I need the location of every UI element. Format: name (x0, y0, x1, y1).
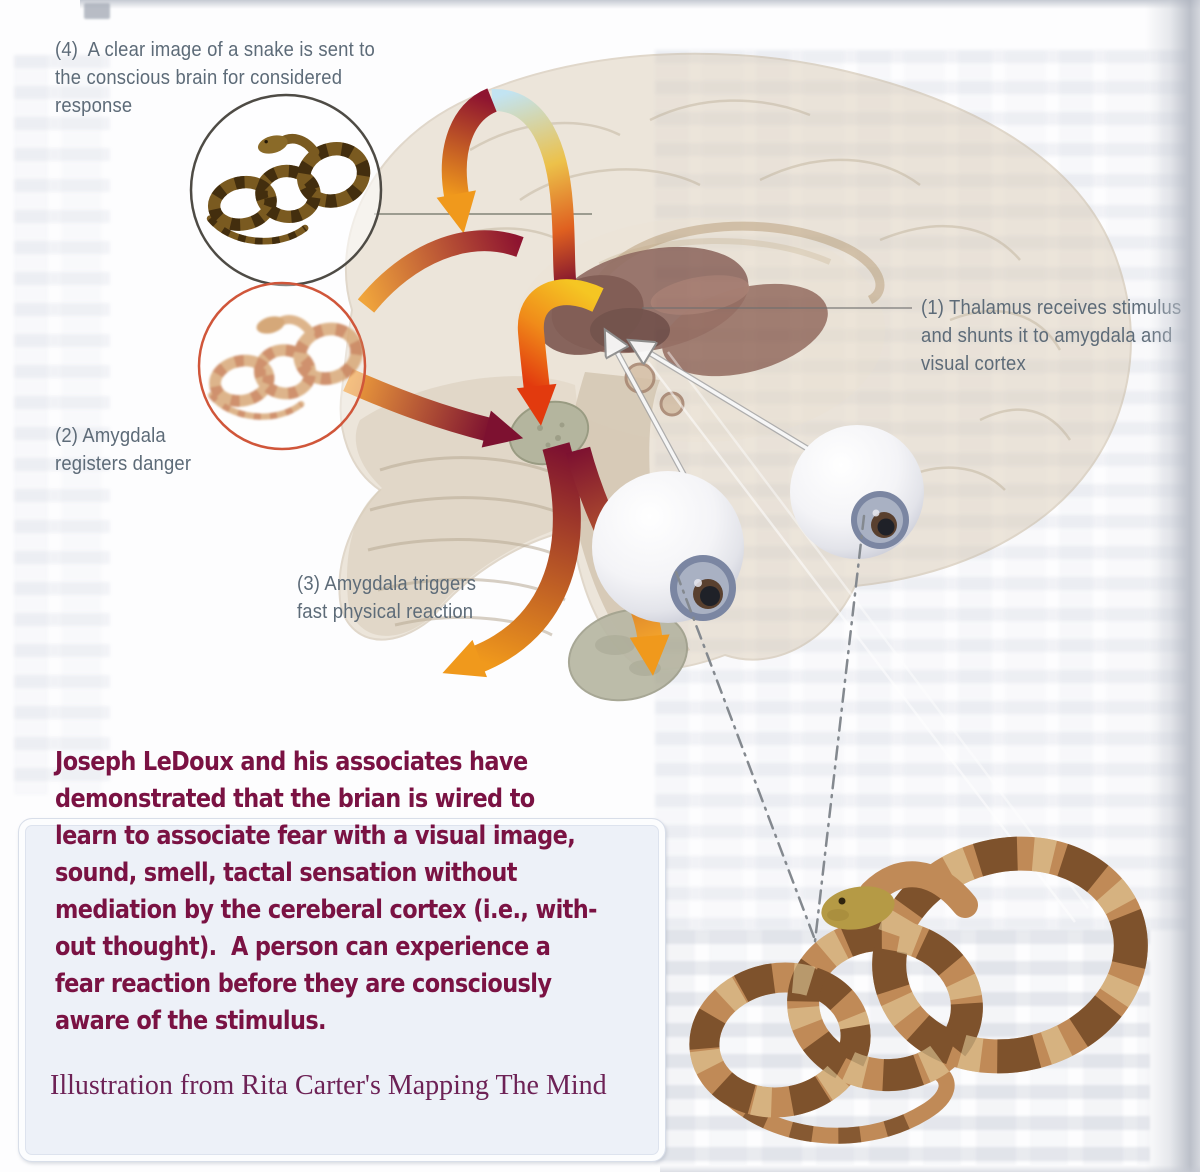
stimulus-arrows (616, 350, 1089, 923)
scan-edge-right (1145, 0, 1200, 1172)
arrow-thalamus-to-crude-image (357, 230, 524, 313)
quote-paragraph: Joseph LeDoux and his associates have de… (55, 747, 597, 1036)
snake-circle-clear (189, 93, 383, 287)
eye-left-illustration (592, 471, 744, 623)
arrow-cortex-route (491, 89, 577, 292)
snake-circle-crude (197, 281, 367, 451)
label-step-2: (2) Amygdala registers danger (55, 424, 192, 475)
sight-lines (674, 514, 866, 1024)
brain-illustration (338, 52, 1132, 702)
background-text-left-column (14, 55, 110, 795)
quote-panel (18, 818, 666, 1162)
scan-edge-bottom (660, 1165, 1200, 1172)
corpus-callosum (596, 221, 885, 305)
scan-edge-top (80, 0, 1200, 9)
cortex-sulci (429, 99, 1072, 491)
snake-photo (689, 836, 1148, 1144)
pathway-arrows (343, 88, 670, 678)
scan-artifact-corner (84, 3, 110, 19)
arrow-to-frontal-cortex (436, 88, 498, 234)
clear-snake-image (206, 134, 371, 245)
arrow-into-amygdala (343, 369, 524, 448)
crude-snake-image (208, 315, 363, 420)
label-step-4: (4) A clear image of a snake is sent to … (55, 38, 375, 117)
source-caption: Illustration from Rita Carter's Mapping … (50, 1070, 607, 1101)
arrow-fast-reaction-left (442, 442, 581, 678)
sight-line-left-eye (674, 570, 848, 1024)
thalamus (536, 246, 828, 377)
eye-right-illustration (790, 425, 924, 559)
arrow-thalamus-to-amygdala (516, 279, 604, 426)
label-step-3: (3) Amygdala triggers fast physical reac… (297, 572, 477, 623)
